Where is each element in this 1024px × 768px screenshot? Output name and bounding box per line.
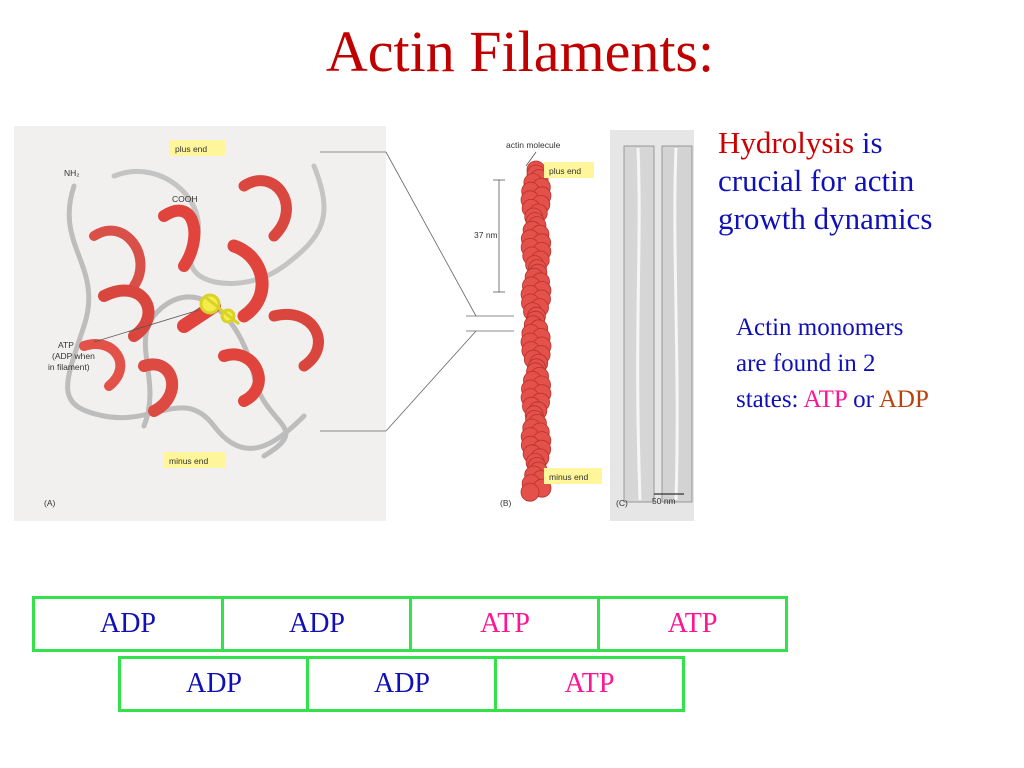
filament-cell-bottom-2: ADP	[306, 656, 498, 712]
scale-50nm-label: 50 nm	[652, 496, 676, 506]
panel-b-minus-end-tag	[544, 468, 602, 484]
filament-cell-top-1: ADP	[32, 596, 224, 652]
atp-molecule	[199, 293, 240, 326]
monomer-line2: are found in 2	[736, 350, 876, 377]
atp-label-line2: (ADP when	[52, 351, 95, 361]
monomer-line1: Actin monomers	[736, 314, 904, 341]
panel-b-letter: (B)	[500, 498, 512, 508]
hydrolysis-line1-rest: is	[854, 125, 883, 160]
panel-c-letter: (C)	[616, 498, 628, 508]
length-37nm-label: 37 nm	[474, 230, 498, 240]
atp-label-line1: ATP	[58, 340, 74, 350]
atp-label-line3: in filament)	[48, 362, 90, 372]
filament-cell-top-3: ATP	[409, 596, 601, 652]
or-word: or	[846, 386, 879, 413]
panel-b-plus-end-tag	[544, 162, 594, 178]
hydrolysis-line3: growth dynamics	[718, 201, 933, 236]
filament-cell-top-2: ADP	[221, 596, 413, 652]
plus-end-tag	[169, 140, 225, 156]
filament-cell-bottom-1: ADP	[118, 656, 310, 712]
filament-cell-top-4: ATP	[597, 596, 788, 652]
panel-b-plus-end-label: plus end	[549, 166, 581, 176]
panel-a-letter: (A)	[44, 498, 56, 508]
nh2-label: NH₂	[64, 168, 80, 178]
actin-structure-figure: plus end minus end NH₂ COOH ATP (ADP whe…	[14, 126, 694, 521]
minus-end-tag	[164, 452, 226, 468]
panel-a-minus-end-label: minus end	[169, 456, 208, 466]
actin-bead	[520, 482, 540, 502]
monomer-line3-prefix: states:	[736, 386, 804, 413]
hydrolysis-line2: crucial for actin	[718, 163, 915, 198]
monomer-states-statement: Actin monomers are found in 2 states: AT…	[736, 310, 1016, 418]
length-bracket	[493, 179, 505, 293]
panel-b-minus-end-label: minus end	[549, 472, 588, 482]
panel-a-plus-end-label: plus end	[175, 144, 207, 154]
hydrolysis-statement: Hydrolysis is crucial for actin growth d…	[718, 124, 1018, 238]
actin-molecule-label: actin molecule	[506, 140, 561, 150]
hydrolysis-word: Hydrolysis	[718, 125, 855, 160]
cooh-label: COOH	[172, 194, 198, 204]
actin-bead-filament	[520, 160, 552, 502]
filament-cell-bottom-3: ATP	[494, 656, 685, 712]
adp-word: ADP	[878, 386, 929, 413]
atp-word: ATP	[803, 386, 847, 413]
panel-connector-lines	[320, 151, 514, 432]
slide-title: Actin Filaments:	[325, 19, 715, 84]
